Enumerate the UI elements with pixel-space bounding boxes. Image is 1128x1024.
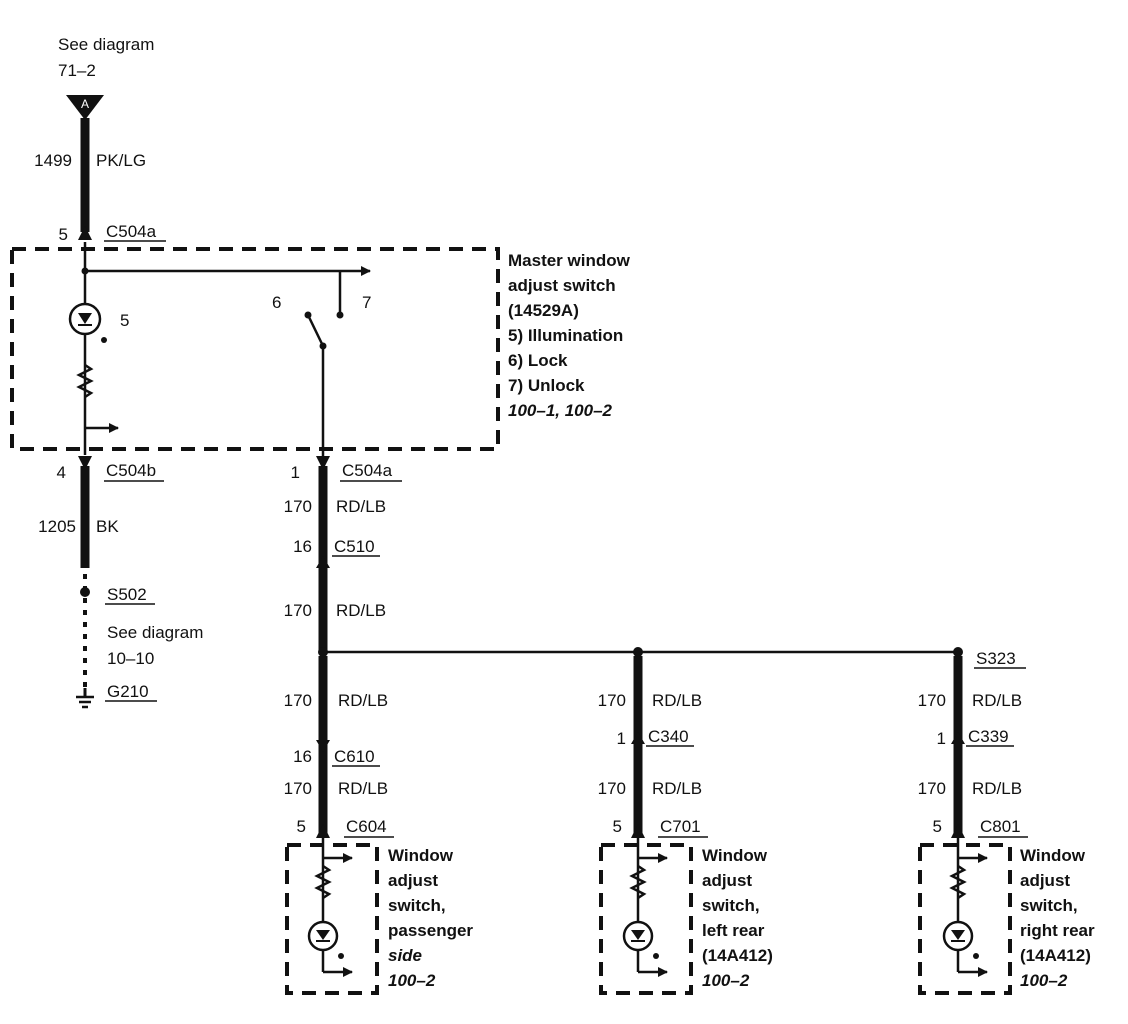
connector-c339-icon bbox=[951, 732, 965, 744]
right-rear-label-4: right rear bbox=[1020, 921, 1095, 940]
c340-label: C340 bbox=[648, 727, 689, 746]
right-rear-ref: 100–2 bbox=[1020, 971, 1068, 990]
left-rear-ref: 100–2 bbox=[702, 971, 750, 990]
ground-see-diagram: See diagram bbox=[107, 623, 203, 642]
left-rear-circuit-1: 170 bbox=[598, 691, 626, 710]
master-fn-6: 6) Lock bbox=[508, 351, 568, 370]
right-rear-color-2: RD/LB bbox=[972, 779, 1022, 798]
left-rear-label-3: switch, bbox=[702, 896, 760, 915]
ground-branch-pin: 4 bbox=[57, 463, 66, 482]
main-circuit-1: 170 bbox=[284, 497, 312, 516]
top-see-diagram: See diagram bbox=[58, 35, 154, 54]
right-rear-label-2: adjust bbox=[1020, 871, 1070, 890]
main-branch-connector: C504a bbox=[342, 461, 393, 480]
master-title-1: Master window bbox=[508, 251, 631, 270]
passenger-label-5: side bbox=[388, 946, 422, 965]
left-rear-label-2: adjust bbox=[702, 871, 752, 890]
top-see-diagram-number: 71–2 bbox=[58, 61, 96, 80]
passenger-color-1: RD/LB bbox=[338, 691, 388, 710]
passenger-ref: 100–2 bbox=[388, 971, 436, 990]
left-rear-pin: 5 bbox=[613, 817, 622, 836]
lock-switch-blade bbox=[306, 314, 325, 347]
passenger-label-2: adjust bbox=[388, 871, 438, 890]
right-rear-circuit-1: 170 bbox=[918, 691, 946, 710]
passenger-label-1: Window bbox=[388, 846, 454, 865]
contact-6-label: 6 bbox=[272, 293, 281, 312]
main-circuit-2: 170 bbox=[284, 601, 312, 620]
splice-s502-dot bbox=[80, 587, 90, 597]
master-fn-7: 7) Unlock bbox=[508, 376, 585, 395]
contact-7-label: 7 bbox=[362, 293, 371, 312]
master-resistor-icon bbox=[76, 363, 94, 399]
left-rear-color-1: RD/LB bbox=[652, 691, 702, 710]
connector-a-triangle-icon bbox=[66, 95, 104, 120]
c339-pin: 1 bbox=[937, 729, 946, 748]
wire-1499-number: 1499 bbox=[34, 151, 72, 170]
passenger-color-2: RD/LB bbox=[338, 779, 388, 798]
splice-s323: S323 bbox=[976, 649, 1016, 668]
lamp-pin-label: 5 bbox=[120, 311, 129, 330]
left-rear-label-5: (14A412) bbox=[702, 946, 773, 965]
connector-c701-icon bbox=[631, 824, 645, 838]
connector-c801-icon bbox=[951, 824, 965, 838]
connector-c504b-icon bbox=[78, 456, 92, 470]
splice-s502: S502 bbox=[107, 585, 147, 604]
main-color-1: RD/LB bbox=[336, 497, 386, 516]
c340-pin: 1 bbox=[617, 729, 626, 748]
left-rear-circuit-2: 170 bbox=[598, 779, 626, 798]
connector-c504a-lower-icon bbox=[316, 456, 330, 470]
c510-pin: 16 bbox=[293, 537, 312, 556]
left-rear-connector: C701 bbox=[660, 817, 701, 836]
master-switch-box bbox=[10, 247, 500, 451]
wire-1205-number: 1205 bbox=[38, 517, 76, 536]
right-rear-pin: 5 bbox=[933, 817, 942, 836]
master-part-number: (14529A) bbox=[508, 301, 579, 320]
illumination-lamp-icon bbox=[68, 302, 107, 343]
connector-c340-icon bbox=[631, 732, 645, 744]
master-top-connector: C504a bbox=[106, 222, 157, 241]
wire-1205-color: BK bbox=[96, 517, 119, 536]
passenger-label-4: passenger bbox=[388, 921, 473, 940]
master-refs: 100–1, 100–2 bbox=[508, 401, 613, 420]
c339-label: C339 bbox=[968, 727, 1009, 746]
ground-branch-connector: C504b bbox=[106, 461, 156, 480]
main-color-2: RD/LB bbox=[336, 601, 386, 620]
main-branch-pin: 1 bbox=[291, 463, 300, 482]
c510-label: C510 bbox=[334, 537, 375, 556]
right-rear-color-1: RD/LB bbox=[972, 691, 1022, 710]
right-rear-connector: C801 bbox=[980, 817, 1021, 836]
master-title-2: adjust switch bbox=[508, 276, 616, 295]
c610-label: C610 bbox=[334, 747, 375, 766]
left-rear-color-2: RD/LB bbox=[652, 779, 702, 798]
left-rear-switch-box bbox=[599, 838, 693, 995]
c610-pin: 16 bbox=[293, 747, 312, 766]
connector-c610-icon bbox=[316, 740, 330, 752]
passenger-switch-box bbox=[285, 838, 379, 995]
left-rear-label-4: left rear bbox=[702, 921, 765, 940]
connector-a-letter: A bbox=[81, 97, 89, 111]
passenger-label-3: switch, bbox=[388, 896, 446, 915]
right-rear-label-3: switch, bbox=[1020, 896, 1078, 915]
splice-s323-dot bbox=[953, 647, 963, 657]
passenger-pin: 5 bbox=[297, 817, 306, 836]
right-rear-switch-box bbox=[918, 838, 1012, 995]
right-rear-circuit-2: 170 bbox=[918, 779, 946, 798]
ground-g210-icon bbox=[76, 688, 94, 709]
left-rear-label-1: Window bbox=[702, 846, 768, 865]
ground-g210: G210 bbox=[107, 682, 149, 701]
ground-see-diagram-number: 10–10 bbox=[107, 649, 154, 668]
connector-c510-icon bbox=[316, 556, 330, 568]
wire-1499-color: PK/LG bbox=[96, 151, 146, 170]
passenger-circuit-2: 170 bbox=[284, 779, 312, 798]
connector-c504a-top-icon bbox=[78, 226, 92, 240]
connector-c604-icon bbox=[316, 824, 330, 838]
passenger-circuit-1: 170 bbox=[284, 691, 312, 710]
master-top-pin: 5 bbox=[59, 225, 68, 244]
master-fn-5: 5) Illumination bbox=[508, 326, 623, 345]
right-rear-label-5: (14A412) bbox=[1020, 946, 1091, 965]
right-rear-label-1: Window bbox=[1020, 846, 1086, 865]
passenger-connector: C604 bbox=[346, 817, 387, 836]
